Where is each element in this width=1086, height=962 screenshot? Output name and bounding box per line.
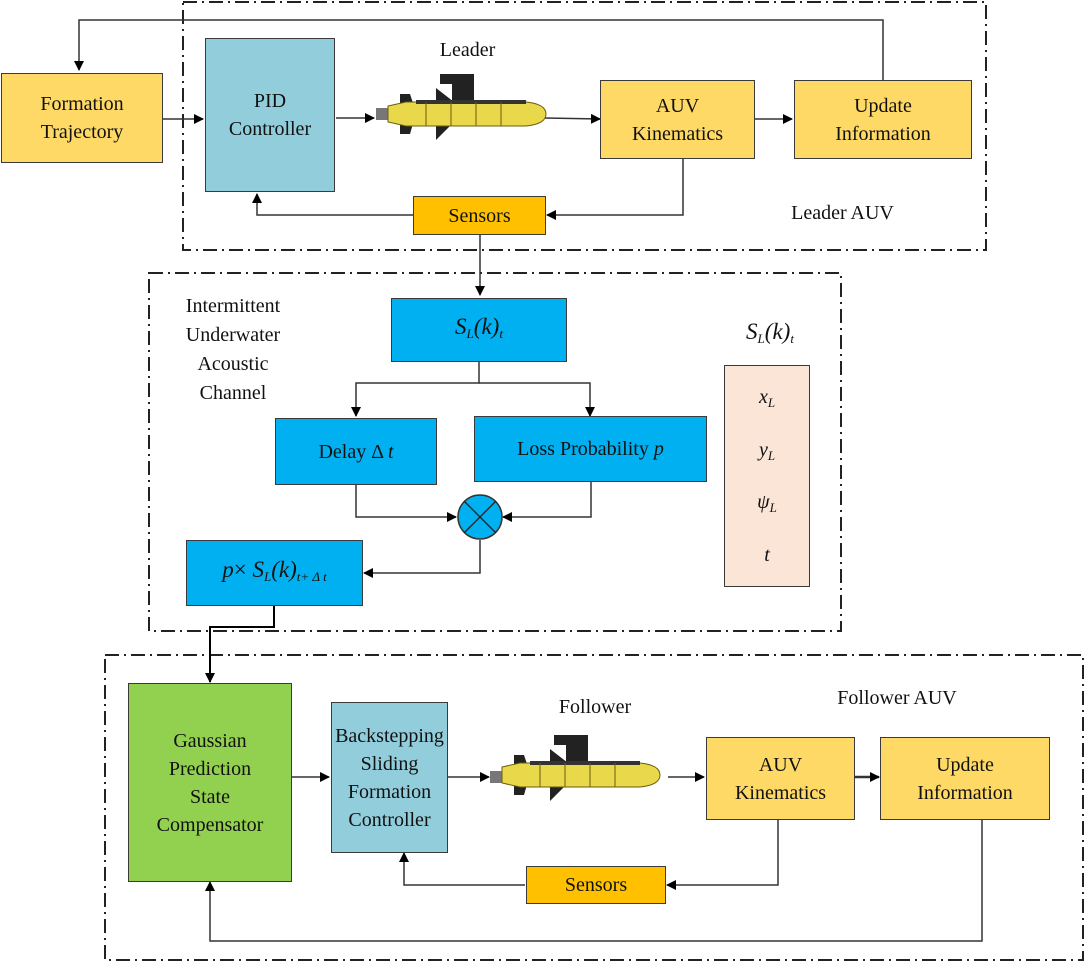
state-x: xL (759, 383, 775, 417)
follower-auv-icon (490, 735, 661, 801)
output-arg: (k) (271, 556, 297, 582)
channel-label-line3: Acoustic (197, 353, 269, 375)
loss-var: p (653, 438, 664, 460)
leader-update-information-block: Update Information (794, 80, 972, 159)
state-x-sub: L (767, 395, 776, 411)
bsc-line2: Sliding (360, 752, 419, 775)
bsc-line3: Formation (347, 780, 432, 803)
sv-title-symbol: S (746, 319, 758, 344)
comp-line3: State (190, 785, 230, 808)
bsc-line1: Backstepping (335, 724, 444, 747)
follower-auv-kinematics-block: AUV Kinematics (706, 737, 855, 820)
pid-line1: PID (253, 90, 287, 112)
sv-title-arg: (k) (764, 319, 791, 344)
state-t-var: t (764, 543, 770, 566)
output-symbol: S (252, 556, 265, 582)
leader-auv-kinematics-block: AUV Kinematics (600, 80, 755, 159)
leader-vehicle-label: Leader (439, 39, 496, 61)
output-sub1: L (264, 568, 272, 584)
state-arg: (k) (473, 313, 500, 339)
state-psi: ψL (757, 488, 777, 522)
formation-trajectory-line1: Formation (40, 93, 124, 115)
leader-sensors-text: Sensors (448, 204, 511, 227)
comp-line1: Gaussian (173, 729, 247, 752)
leader-state-block: SL(k)t (391, 298, 567, 362)
leader-update-line1: Update (854, 94, 912, 117)
comp-line2: Prediction (168, 757, 252, 780)
state-y: yL (759, 436, 775, 470)
leader-kin-line1: AUV (655, 94, 700, 117)
state-x-var: x (758, 386, 768, 409)
channel-region-label: Intermittent Underwater Acoustic Channel (178, 292, 288, 408)
follower-kin-line2: Kinematics (734, 781, 827, 804)
state-vector-title: SL(k)t (720, 318, 820, 353)
formation-trajectory-line2: Trajectory (40, 121, 124, 143)
channel-region (148, 272, 842, 632)
delay-var: t (387, 440, 394, 463)
leader-auv-region-label: Leader AUV (791, 202, 894, 224)
leader-update-line2: Information (835, 122, 931, 145)
loss-text: Loss Probability (517, 438, 654, 460)
comp-line4: Compensator (156, 813, 264, 836)
loss-probability-block: Loss Probability p (474, 416, 707, 482)
pid-controller-block: PID Controller (205, 38, 335, 192)
follower-sensors-block: Sensors (526, 866, 666, 904)
leader-auv-icon (376, 74, 547, 140)
sv-title-sub2: t (790, 331, 794, 346)
state-y-var: y (758, 438, 768, 461)
multiplier-node (457, 494, 503, 540)
channel-label-line4: Channel (199, 382, 267, 404)
follower-sensors-text: Sensors (564, 874, 628, 896)
channel-label-line1: Intermittent (185, 295, 281, 317)
sv-title-sub1: L (757, 331, 765, 346)
state-sub2: t (499, 325, 503, 341)
follower-kin-line1: AUV (758, 753, 803, 776)
leader-sensors-block: Sensors (413, 196, 546, 235)
backstepping-controller-block: Backstepping Sliding Formation Controlle… (331, 702, 448, 853)
follower-auv-region (104, 654, 1084, 961)
follower-vehicle-label: Follower (558, 696, 632, 718)
output-prefix: p (222, 556, 234, 582)
delay-block: Delay Δ t (275, 418, 437, 485)
delay-text: Delay Δ (318, 440, 383, 463)
follower-update-line1: Update (936, 753, 994, 776)
gaussian-compensator-block: Gaussian Prediction State Compensator (128, 683, 292, 882)
formation-trajectory-block: Formation Trajectory (1, 73, 163, 163)
follower-feedback-wire (205, 820, 983, 942)
follower-update-line2: Information (917, 781, 1013, 804)
state-y-sub: L (767, 447, 776, 463)
bsc-line4: Controller (348, 808, 431, 831)
state-t: t (764, 541, 770, 569)
state-sub1: L (466, 325, 474, 341)
follower-auv-region-label: Follower AUV (837, 687, 957, 709)
channel-label-line2: Underwater (185, 324, 281, 346)
state-symbol: S (455, 313, 467, 339)
pid-line2: Controller (228, 118, 312, 140)
state-vector-block: xL yL ψL t (724, 365, 810, 587)
leader-auv-region (182, 1, 987, 251)
leader-kin-line2: Kinematics (631, 122, 724, 145)
delayed-state-output-block: p× SL(k)t+ Δ t (186, 540, 363, 606)
follower-update-information-block: Update Information (880, 737, 1050, 820)
state-psi-var: ψ (757, 491, 770, 514)
output-times: × (233, 556, 247, 582)
leader-feedback-wire (74, 19, 884, 80)
output-sub2: t+ Δ t (296, 568, 327, 584)
state-psi-sub: L (769, 500, 777, 516)
